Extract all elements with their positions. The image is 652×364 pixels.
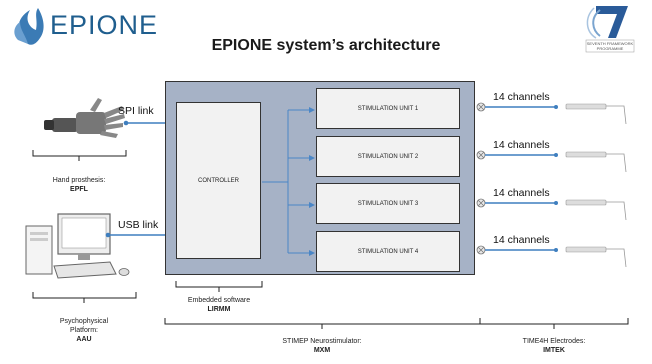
prosthesis-caption-org: EPFL xyxy=(70,186,88,193)
embedded-caption: Embedded software LIRMM xyxy=(164,296,274,314)
channel-connector-4 xyxy=(476,245,558,255)
stimulation-unit-4: STIMULATION UNIT 4 xyxy=(316,231,460,272)
controller-box: CONTROLLER xyxy=(176,102,261,259)
electrode-icon xyxy=(565,103,627,125)
channel-connector-1 xyxy=(476,102,558,112)
psycho-caption-line1: Psychophysical xyxy=(59,318,109,325)
controller-label: CONTROLLER xyxy=(197,177,239,184)
electrode-icon xyxy=(565,246,627,268)
time4h-caption-line1: TIME4H Electrodes: xyxy=(522,338,586,345)
stimulation-unit-label: STIMULATION UNIT 1 xyxy=(357,105,419,112)
embedded-bracket xyxy=(175,281,263,292)
channel-label-1: 14 channels xyxy=(493,91,550,103)
channel-connector-3 xyxy=(476,198,558,208)
time4h-caption-org: IMTEK xyxy=(543,347,565,354)
prosthesis-caption: Hand prosthesis: EPFL xyxy=(20,176,138,194)
stimulation-unit-label: STIMULATION UNIT 4 xyxy=(357,248,419,255)
prosthesis-bracket xyxy=(32,150,127,161)
embedded-caption-line2: LIRMM xyxy=(164,305,274,314)
fp7-logo-icon xyxy=(585,6,635,53)
prosthesis-caption-line2: EPFL xyxy=(20,185,138,194)
hand-prosthesis-icon xyxy=(44,98,125,138)
stimep-caption-org: MXM xyxy=(313,347,331,354)
psycho-caption-line3: AAU xyxy=(20,335,148,344)
spi-link-label: SPI link xyxy=(118,105,154,117)
channel-connector-2 xyxy=(476,150,558,160)
stimulation-unit-label: STIMULATION UNIT 3 xyxy=(357,200,419,207)
psycho-caption-org: AAU xyxy=(76,336,92,343)
electrode-icon xyxy=(565,199,627,221)
stimulation-unit-label: STIMULATION UNIT 2 xyxy=(357,153,419,160)
psycho-bracket xyxy=(32,292,137,303)
stimep-caption-line1: STIMEP Neurostimulator: xyxy=(282,338,362,345)
prosthesis-caption-line1: Hand prosthesis: xyxy=(52,177,106,184)
epione-logo-icon xyxy=(14,8,44,45)
stimep-caption: STIMEP Neurostimulator: MXM xyxy=(252,337,392,355)
channel-label-3: 14 channels xyxy=(493,187,550,199)
electrode-icon xyxy=(565,151,627,173)
fp7-caption: SEVENTH FRAMEWORK PROGRAMME xyxy=(586,41,634,51)
psycho-caption: Psychophysical Platform: AAU xyxy=(20,317,148,344)
usb-link-label: USB link xyxy=(118,219,159,231)
brand-name: EPIONE xyxy=(50,10,159,40)
stimulation-unit-3: STIMULATION UNIT 3 xyxy=(316,183,460,224)
stimulation-unit-1: STIMULATION UNIT 1 xyxy=(316,88,460,129)
embedded-caption-line1: Embedded software xyxy=(187,297,251,304)
page-title: EPIONE system’s architecture xyxy=(211,37,441,54)
channel-label-4: 14 channels xyxy=(493,234,550,246)
stimulation-unit-2: STIMULATION UNIT 2 xyxy=(316,136,460,177)
embedded-caption-org: LIRMM xyxy=(207,306,231,313)
time4h-caption-line2: IMTEK xyxy=(494,346,614,355)
stimep-caption-line2: MXM xyxy=(252,346,392,355)
computer-icon xyxy=(25,213,130,279)
time4h-caption: TIME4H Electrodes: IMTEK xyxy=(494,337,614,355)
psycho-caption-line2: Platform: xyxy=(69,327,98,334)
time4h-bracket xyxy=(479,318,629,329)
channel-label-2: 14 channels xyxy=(493,139,550,151)
